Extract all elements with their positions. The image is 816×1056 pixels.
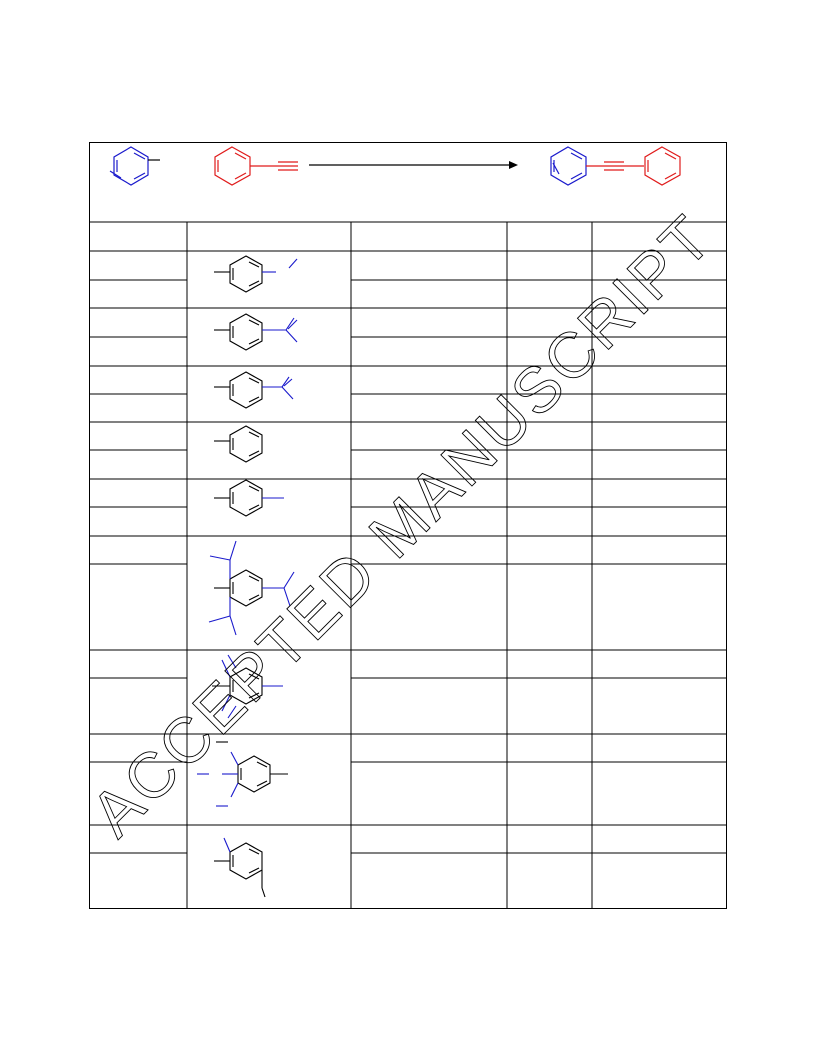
reaction-scheme-graphics bbox=[109, 146, 681, 186]
substrate-structure-7 bbox=[212, 654, 283, 719]
substrate-scope-table bbox=[89, 142, 727, 909]
aryl-reactant-structure bbox=[109, 146, 160, 186]
substrate-structure-8 bbox=[197, 741, 288, 807]
product-structure bbox=[550, 146, 681, 186]
alkyne-reactant-structure bbox=[214, 146, 298, 186]
substrate-structure-6 bbox=[208, 540, 295, 636]
substrate-structure-9 bbox=[214, 837, 266, 898]
table-grid bbox=[89, 221, 727, 909]
reaction-arrow bbox=[309, 161, 518, 169]
substrate-structure-5 bbox=[214, 479, 284, 517]
substrate-structure-4 bbox=[214, 425, 263, 463]
substrate-structure-1 bbox=[214, 255, 298, 293]
substrate-structure-2 bbox=[214, 313, 298, 351]
substrate-structure-3 bbox=[214, 371, 294, 409]
